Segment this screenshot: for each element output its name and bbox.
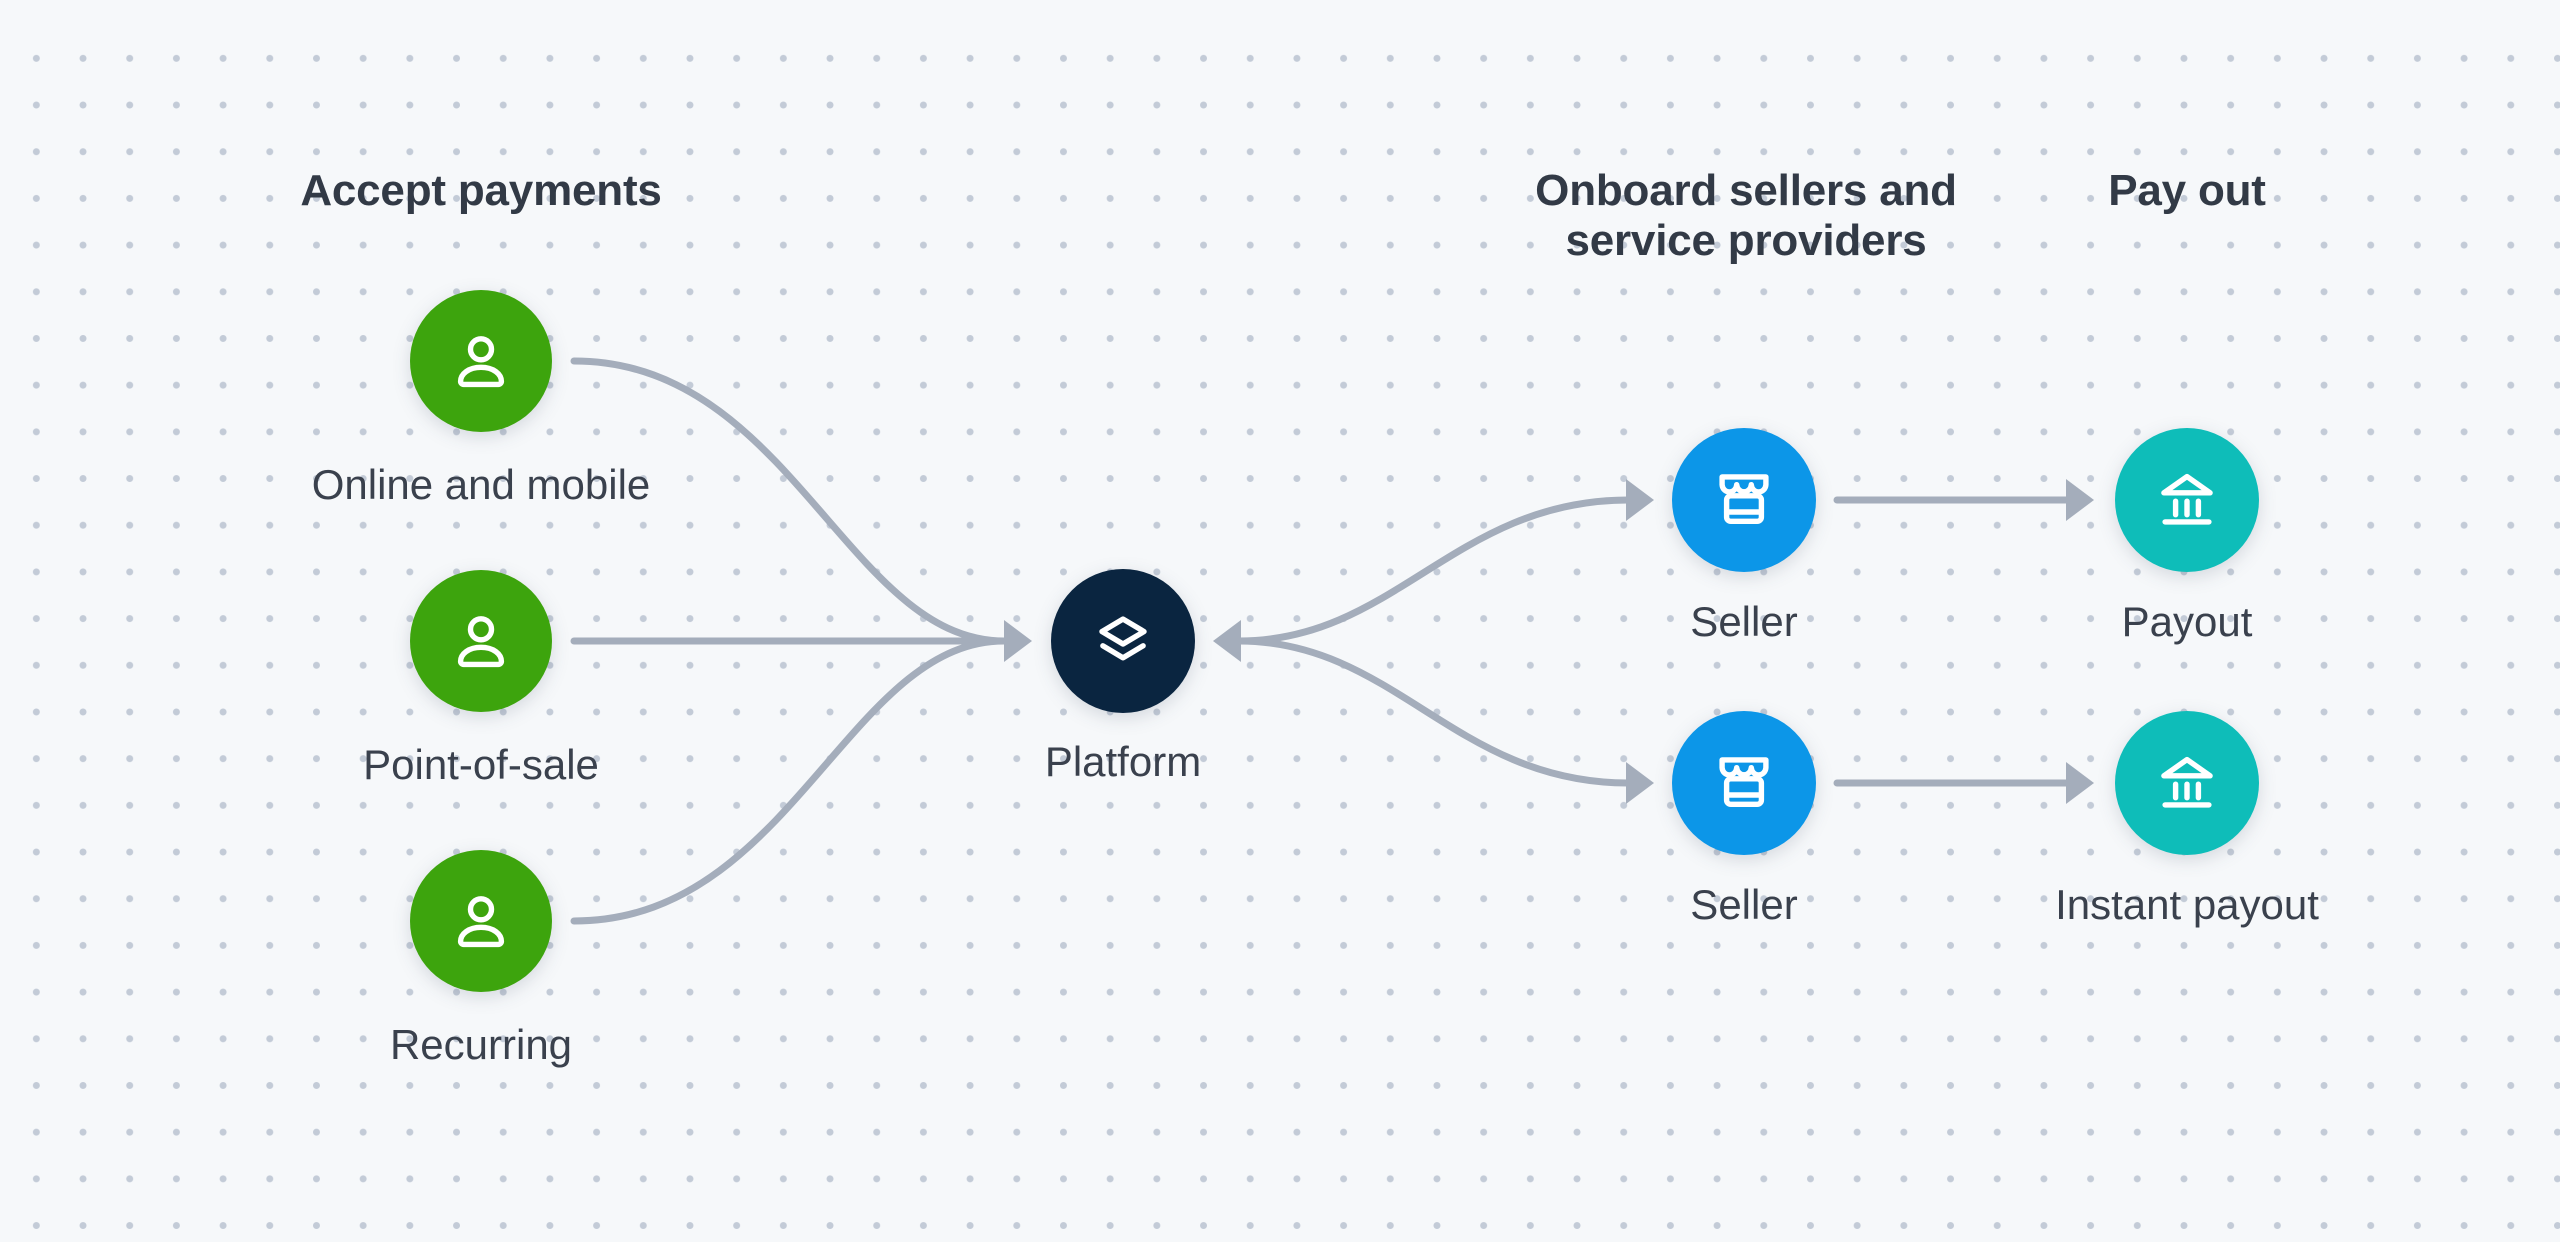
connector-online-mobile-to-platform	[570, 357, 1008, 645]
person-icon	[457, 616, 505, 668]
connectors-sellers-to-payouts	[1833, 479, 2094, 804]
connector-platform-to-seller-bottom	[1235, 637, 1632, 787]
connectors-accept-to-platform	[570, 357, 1032, 925]
node-payout	[2115, 428, 2259, 572]
heading-accept-payments: Accept payments	[300, 166, 662, 215]
label-recurring: Recurring	[389, 1021, 573, 1068]
arrowhead-into-platform-left	[1004, 620, 1032, 662]
label-seller-bottom: Seller	[1690, 881, 1798, 928]
label-platform: Platform	[1044, 738, 1202, 785]
label-instant-payout: Instant payout	[2055, 881, 2319, 928]
node-recurring	[410, 850, 552, 992]
arrowhead-into-seller-top	[1626, 479, 1654, 521]
bank-icon	[2161, 473, 2213, 525]
label-seller-top: Seller	[1690, 598, 1798, 645]
label-point-of-sale: Point-of-sale	[363, 741, 599, 788]
person-icon	[457, 336, 505, 388]
connectors-platform-to-sellers	[1213, 479, 1654, 804]
heading-onboard-line2: service providers	[1565, 216, 1927, 265]
node-platform	[1051, 569, 1195, 713]
node-point-of-sale	[410, 570, 552, 712]
arrowhead-into-payout	[2066, 479, 2094, 521]
storefront-icon	[1719, 474, 1769, 525]
label-online-and-mobile: Online and mobile	[311, 461, 651, 508]
heading-onboard-line1: Onboard sellers and	[1535, 166, 1957, 215]
arrowhead-into-instant-payout	[2066, 762, 2094, 804]
node-seller-bottom	[1672, 711, 1816, 855]
heading-onboard-sellers: Onboard sellers and service providers	[1535, 166, 1957, 266]
storefront-icon	[1719, 757, 1769, 808]
layers-icon	[1099, 616, 1147, 661]
arrowhead-into-platform-right	[1213, 620, 1241, 662]
arrowhead-into-seller-bottom	[1626, 762, 1654, 804]
seller-bottom-circle	[1672, 711, 1816, 855]
label-payout: Payout	[2121, 598, 2253, 645]
bank-icon	[2161, 756, 2213, 808]
connector-platform-to-seller-top	[1235, 496, 1632, 645]
connector-recurring-to-platform	[570, 637, 1008, 925]
heading-pay-out: Pay out	[2108, 166, 2266, 215]
seller-top-circle	[1672, 428, 1816, 572]
node-seller-top	[1672, 428, 1816, 572]
node-instant-payout	[2115, 711, 2259, 855]
person-icon	[457, 896, 505, 948]
node-online-mobile	[410, 290, 552, 432]
